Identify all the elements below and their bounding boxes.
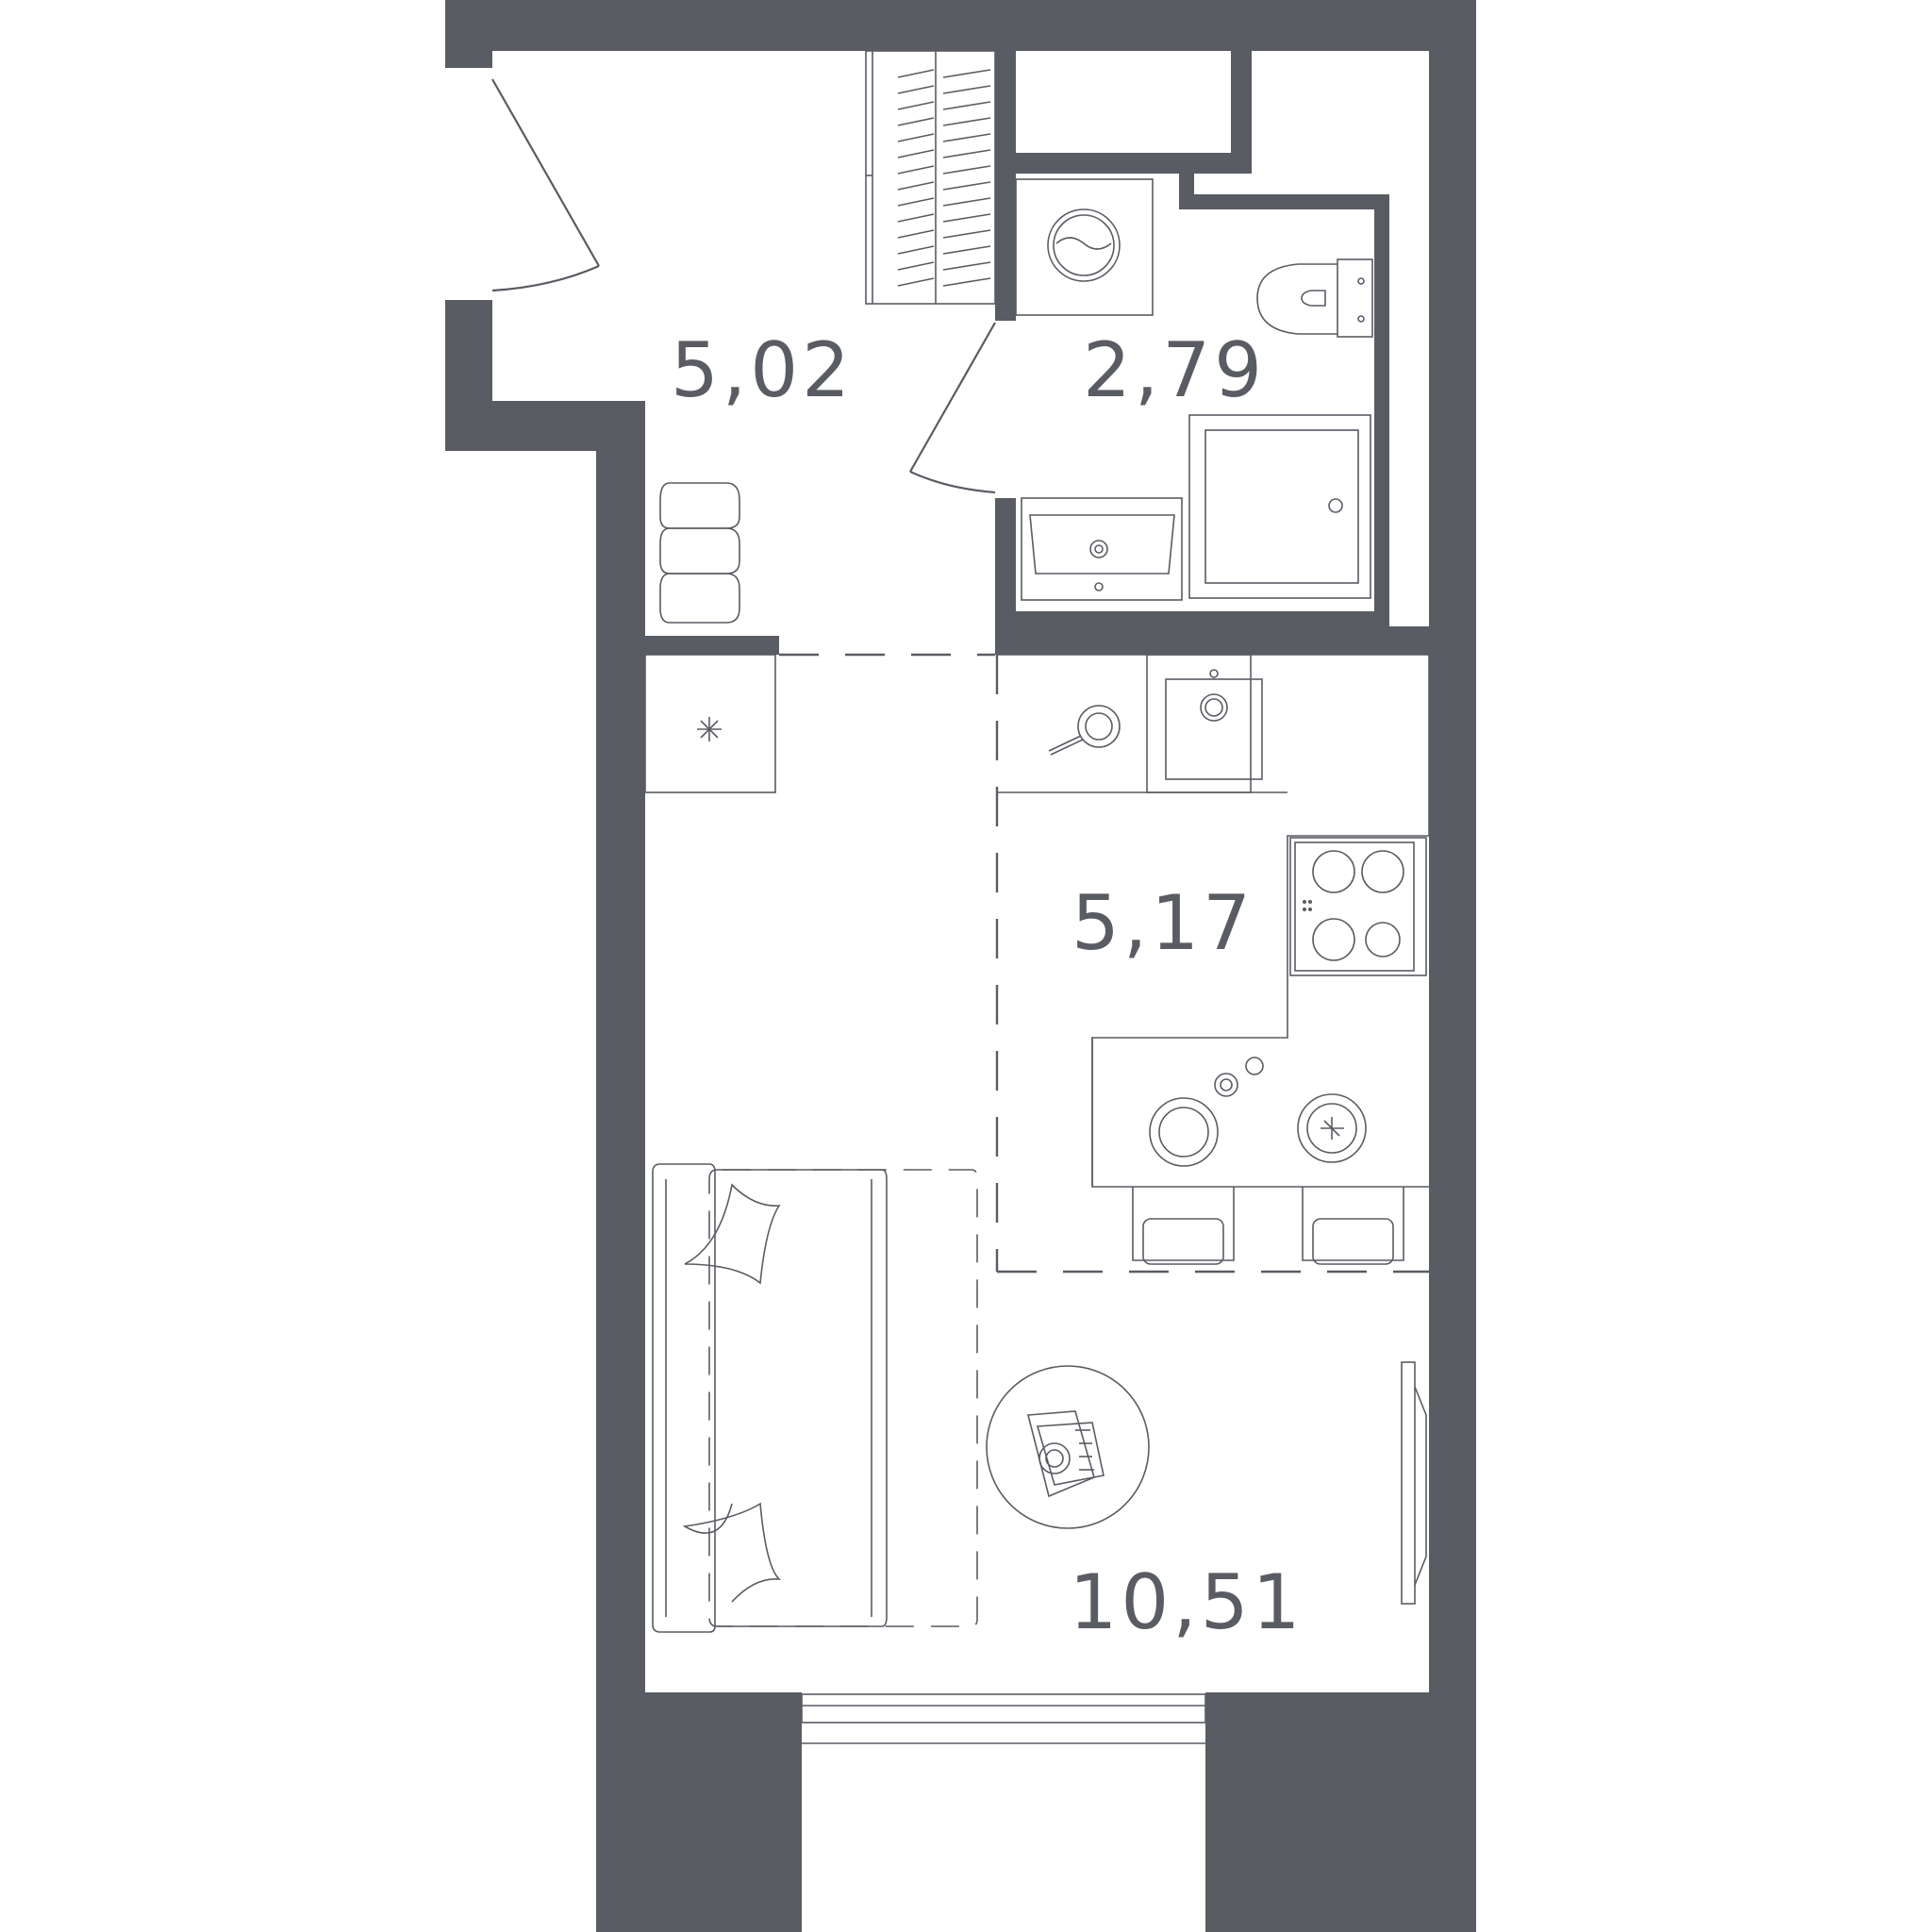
- balcony-window: [801, 1693, 1206, 1744]
- shower-tray-icon: [1188, 414, 1371, 599]
- zone-dividers: [779, 653, 1429, 1274]
- wardrobe-icon: [865, 50, 996, 305]
- hanger-stroke: [897, 181, 935, 191]
- hanger-stroke: [897, 69, 935, 78]
- hanger-stroke: [942, 101, 991, 110]
- chair-icon: [1132, 1187, 1404, 1265]
- snowflake-icon: [697, 717, 722, 741]
- exterior-walls: [445, 0, 1476, 1932]
- hanger-stroke: [942, 165, 991, 175]
- hanger-stroke: [942, 213, 991, 223]
- hanger-stroke: [897, 149, 935, 158]
- hanger-stroke: [897, 245, 935, 255]
- area-label-hallway: 5,02: [671, 326, 854, 414]
- hanger-stroke: [897, 117, 935, 126]
- area-labels: 5,02 2,79 5,17 10,51: [671, 326, 1304, 1646]
- hanger-stroke: [942, 197, 991, 207]
- toilet-icon: [1256, 258, 1373, 338]
- area-label-bathroom: 2,79: [1083, 326, 1266, 414]
- tv-icon: [1401, 1361, 1427, 1605]
- hanger-stroke: [897, 133, 935, 142]
- hanger-stroke: [942, 117, 991, 126]
- hanger-stroke: [897, 85, 935, 94]
- hanger-stroke: [942, 181, 991, 191]
- hanger-stroke: [897, 277, 935, 287]
- hanger-stroke: [897, 101, 935, 110]
- sofa-icon: [652, 1163, 978, 1633]
- hanger-stroke: [897, 197, 935, 207]
- bathroom-door: [909, 322, 996, 494]
- hanger-stroke: [897, 229, 935, 239]
- hanger-stroke: [942, 133, 991, 142]
- washbasin-icon: [1021, 497, 1183, 601]
- hanger-stroke: [942, 149, 991, 158]
- hanger-stroke: [942, 277, 991, 287]
- pan-icon: [1048, 705, 1121, 756]
- entrance-door: [491, 78, 600, 292]
- area-label-kitchen: 5,17: [1071, 879, 1254, 967]
- hanger-stroke: [897, 261, 935, 271]
- hanger-stroke: [942, 245, 991, 255]
- cooktop-icon: [1289, 837, 1427, 976]
- round-table-icon: [986, 1365, 1150, 1529]
- hanger-stroke: [942, 69, 991, 78]
- hanger-stroke: [897, 213, 935, 223]
- sink-icon: [1146, 654, 1263, 793]
- washing-machine-icon: [1015, 178, 1154, 316]
- hanger-stroke: [897, 165, 935, 175]
- hanger-stroke: [942, 229, 991, 239]
- pouf-icon: [659, 482, 740, 624]
- hanger-stroke: [942, 85, 991, 94]
- dining-counter-items: [1149, 1057, 1367, 1167]
- area-label-living-room: 10,51: [1069, 1558, 1304, 1646]
- fridge: [644, 654, 776, 793]
- hanger-stroke: [942, 261, 991, 271]
- interior-walls: [645, 51, 1429, 655]
